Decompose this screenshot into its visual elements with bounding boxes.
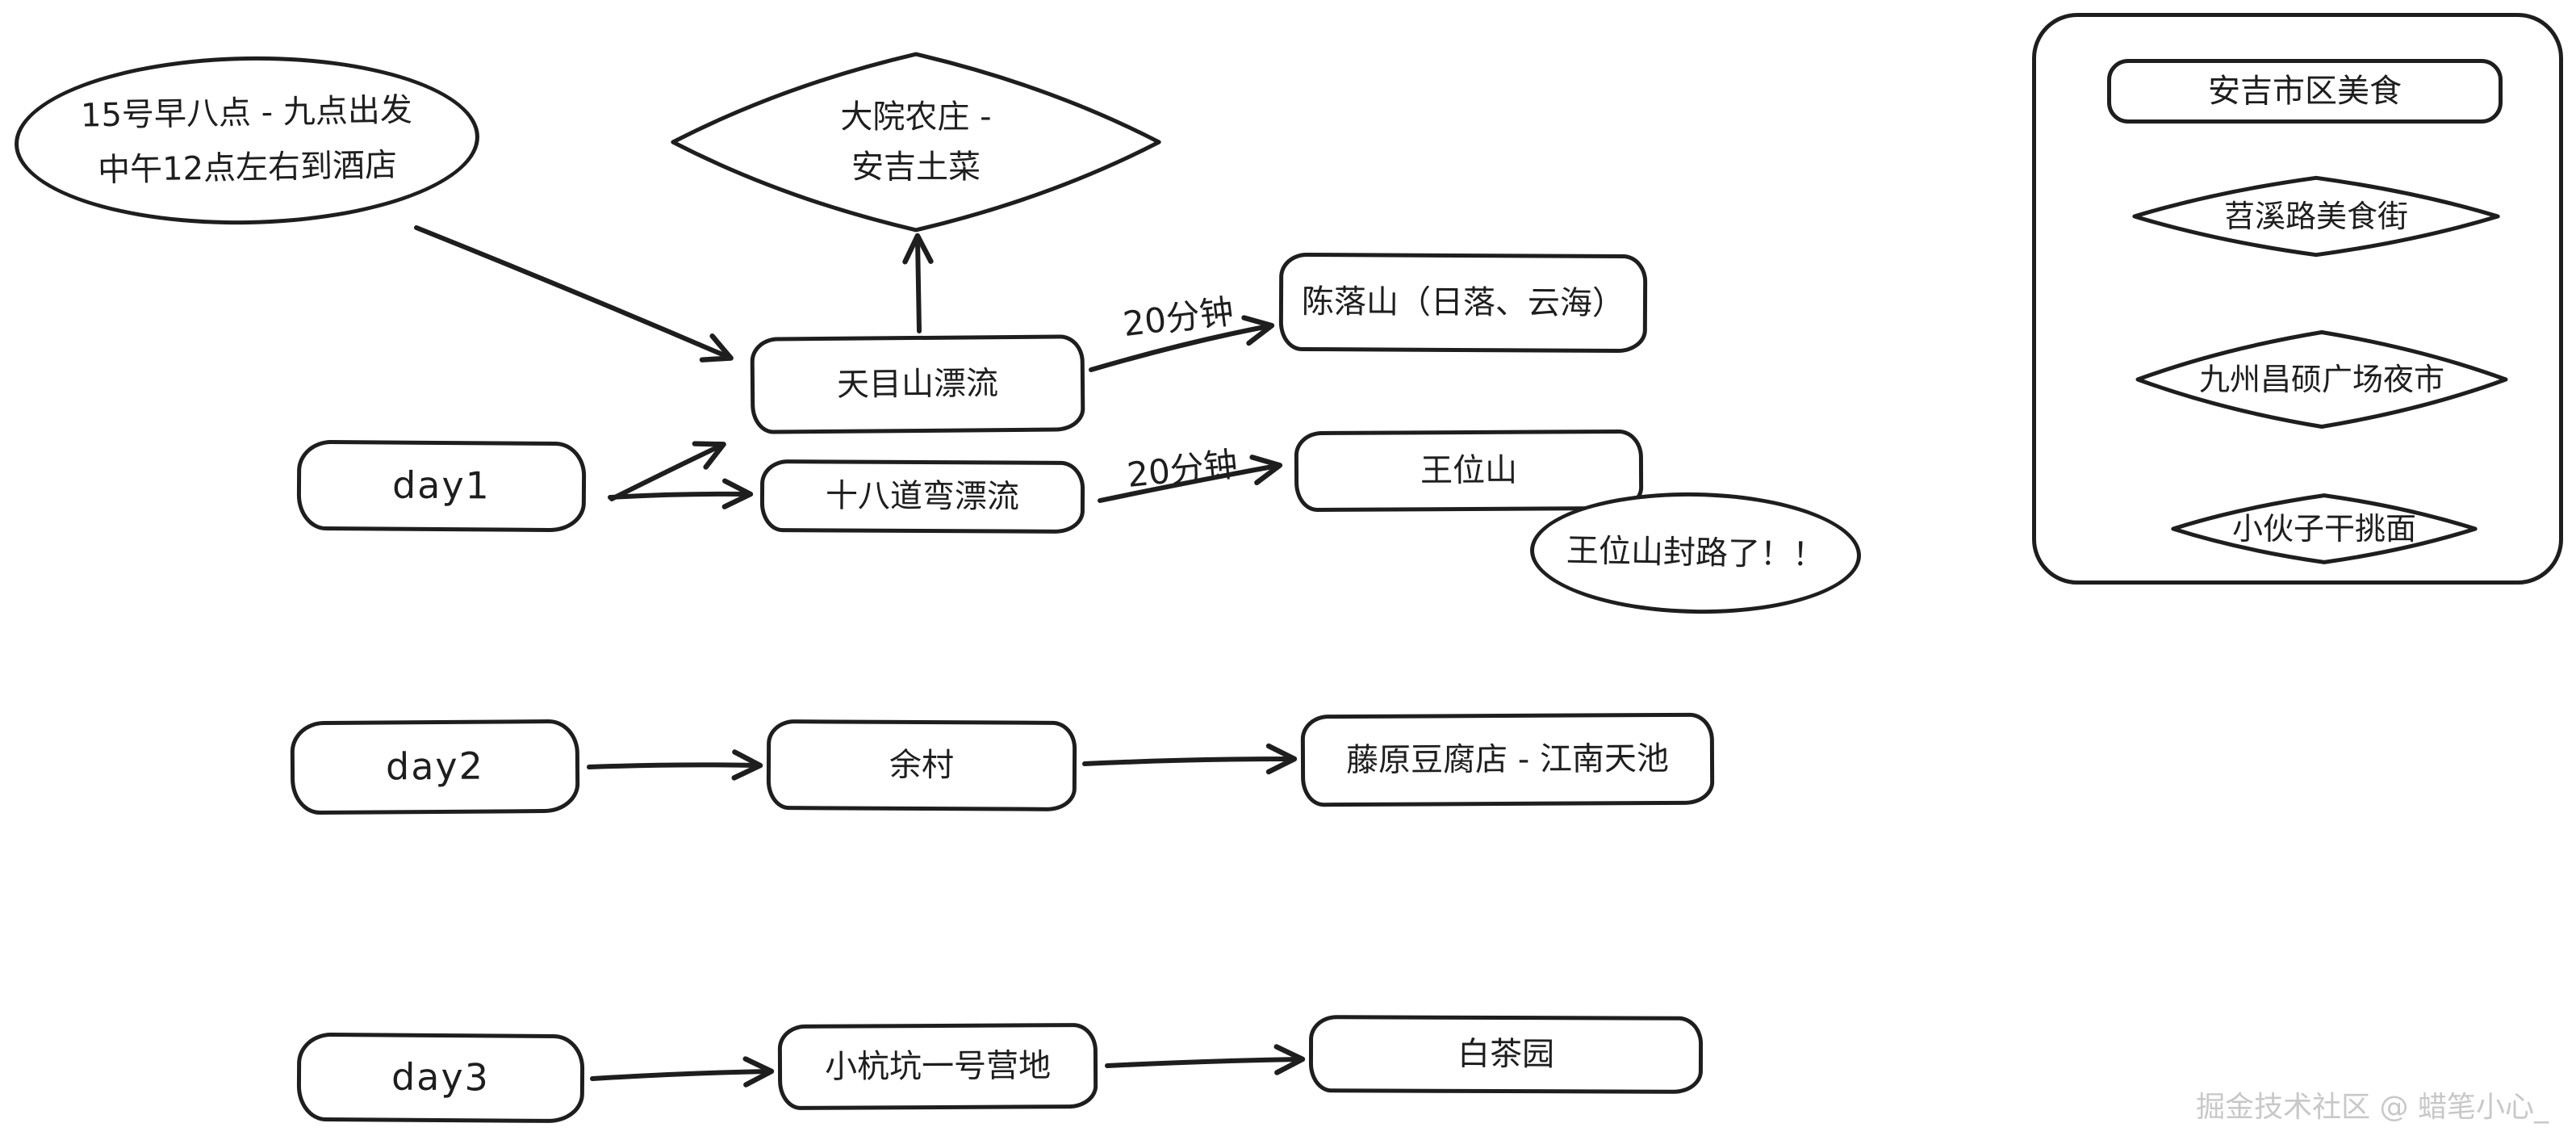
watermark: 掘金技术社区 @ 蜡笔小心_ [2196,1091,2549,1124]
dayuan-farm-label: 大院农庄 - 安吉土菜 [840,98,992,186]
arrow-tianmushan-to-dayuan-farm[interactable] [902,233,934,333]
white-tea-garden-label: 白茶园 [1457,1035,1555,1074]
arrow-xiaohangkeng-to-baichayuan[interactable] [1105,1044,1306,1075]
arrow-day1-to-shibadaowan[interactable] [608,478,754,509]
xiaohangkeng-camp-label: 小杭坑一号营地 [824,1047,1052,1086]
departure-note-label: 15号早八点 - 九点出发 中午12点左右到酒店 [80,91,413,190]
node-day1[interactable]: day1 [296,439,587,533]
arrow-tianmushan-to-chenluoshan[interactable] [1089,315,1275,372]
node-xiaohangkeng-camp[interactable]: 小杭坑一号营地 [777,1022,1098,1111]
arrow-day3-to-xiaohangkeng[interactable] [590,1056,775,1088]
arrow-departure-to-tianmushan[interactable] [414,225,734,363]
arrow-shibadaowan-to-wangweishan[interactable] [1098,455,1283,503]
node-yucun[interactable]: 余村 [766,719,1077,812]
tiaoxilu-label: 苕溪路美食街 [2223,198,2408,234]
arrow-day1-to-tianmushan[interactable] [609,441,726,501]
arrow-day2-to-yucun[interactable] [587,749,763,781]
arrow-yucun-to-tofu-shop[interactable] [1082,743,1298,775]
tiaoxilu-diamond-shape [2125,174,2507,259]
node-shibadaowan-rafting[interactable]: 十八道弯漂流 [759,459,1085,534]
food-panel-title-box[interactable]: 安吉市区美食 [2107,59,2503,124]
tofu-shop-label: 藤原豆腐店 - 江南天池 [1345,740,1670,780]
jiuzhou-changshuo-diamond-shape [2128,327,2515,432]
food-item-tiaoxilu[interactable]: 苕溪路美食街 [2125,174,2507,259]
node-white-tea-garden[interactable]: 白茶园 [1308,1015,1704,1094]
node-day3[interactable]: day3 [296,1032,585,1124]
node-tianmushan-rafting[interactable]: 天目山漂流 [750,334,1085,434]
jiuzhou-changshuo-label: 九州昌硕广场夜市 [2198,361,2444,397]
node-chenluoshan[interactable]: 陈落山（日落、云海） [1278,252,1648,354]
wangweishan-label: 王位山 [1420,451,1518,490]
dayuan-farm-diamond-shape [660,44,1172,240]
food-panel[interactable]: 安吉市区美食 苕溪路美食街 九州昌硕广场夜市 小伙子干挑面 [2032,13,2563,585]
food-item-jiuzhou-changshuo[interactable]: 九州昌硕广场夜市 [2128,327,2515,432]
day1-label: day1 [391,463,491,508]
chenluoshan-label: 陈落山（日落、云海） [1301,283,1625,323]
day2-label: day2 [385,744,485,789]
road-closed-note-label: 王位山封路了！！ [1566,532,1825,574]
node-day2[interactable]: day2 [290,719,580,815]
shibadaowan-rafting-label: 十八道弯漂流 [825,477,1020,516]
food-panel-title-label: 安吉市区美食 [2208,73,2402,110]
node-dayuan-farm[interactable]: 大院农庄 - 安吉土菜 [660,44,1172,240]
day3-label: day3 [391,1054,491,1100]
food-item-xiaohuozi-noodles[interactable]: 小伙子干挑面 [2165,492,2483,566]
node-tofu-shop[interactable]: 藤原豆腐店 - 江南天池 [1300,712,1715,807]
xiaohuozi-noodles-diamond-shape [2165,492,2483,566]
xiaohuozi-noodles-label: 小伙子干挑面 [2231,510,2416,547]
yucun-label: 余村 [889,746,955,785]
tianmushan-rafting-label: 天目山漂流 [836,365,999,404]
node-wangweishan[interactable]: 王位山 [1294,429,1644,513]
